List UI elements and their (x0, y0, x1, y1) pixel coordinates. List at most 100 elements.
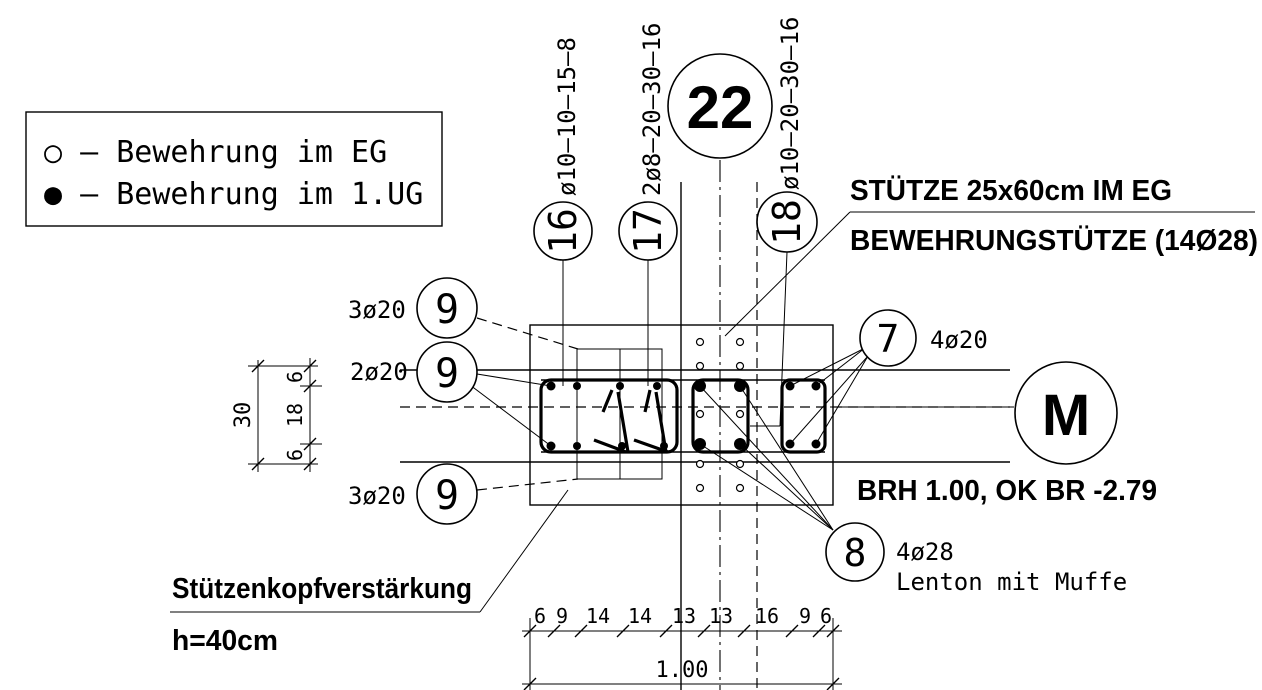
leader-9-mid-b (469, 384, 552, 447)
ties-17 (601, 389, 668, 453)
leader-9-mid-a (476, 373, 552, 387)
bar-open (735, 459, 745, 469)
leader-8-c (699, 443, 834, 531)
mark-8-qty: 4ø28 (896, 538, 954, 566)
bar-filled (573, 382, 581, 390)
column-labels: STÜTZE 25x60cm IM EG BEWEHRUNGSTÜTZE (14… (850, 174, 1258, 257)
mark-bubble-m (1014, 361, 1118, 465)
dimension-vertical: 30 6 18 6 (231, 358, 322, 472)
mark-16: 16 (541, 208, 585, 254)
mark-8: 8 (844, 531, 867, 575)
dim-h-part: 9 (556, 604, 568, 628)
mark-bubble-7 (859, 309, 917, 367)
mark-m: M (1042, 383, 1090, 448)
dim-v-part: 6 (283, 371, 307, 383)
leader-8-d (739, 443, 834, 531)
dim-v-total: 30 (231, 402, 256, 429)
bar-filled (616, 382, 624, 390)
dim-v-part: 18 (283, 403, 307, 427)
stirrups (539, 378, 827, 454)
head-labels: Stützenkopfverstärkung h=40cm (172, 573, 472, 657)
bar-open (695, 459, 705, 469)
brh-label: BRH 1.00, OK BR -2.79 (857, 475, 1157, 507)
mark-9-top: 9 (435, 287, 459, 333)
legend-open-item: ○ – Bewehrung im EG (44, 135, 387, 170)
mark-bubble-16 (533, 201, 593, 261)
dim-h-part: 6 (820, 604, 832, 628)
mark-bubble-18 (756, 191, 818, 253)
head-height: h=40cm (172, 625, 278, 657)
dim-h-part: 14 (628, 604, 652, 628)
leader-8-b (739, 385, 834, 531)
mark-17-spec: 2ø8–20–30–16 (638, 23, 666, 196)
dim-h-part: 13 (709, 604, 733, 628)
bar-open (695, 361, 705, 371)
mark-bubble-9-mid (416, 341, 478, 403)
mark-9-bot-qty: 3ø20 (348, 482, 406, 510)
mark-18-spec: ø10–20–30–16 (776, 17, 804, 190)
left-marks: 3ø20 9 2ø20 9 3ø20 9 (348, 277, 478, 525)
mark-22: 22 (687, 74, 754, 141)
leader-9-bottom (476, 478, 579, 491)
mark-7: 7 (877, 317, 900, 361)
column-subtitle: BEWEHRUNGSTÜTZE (14Ø28) (850, 224, 1258, 257)
dim-h-part: 14 (586, 604, 610, 628)
mark-bubble-9-bot (416, 463, 478, 525)
right-marks: 7 4ø20 M BRH 1.00, OK BR -2.79 8 4ø28 Le… (825, 309, 1157, 596)
mark-9-mid-qty: 2ø20 (350, 358, 408, 386)
leader-8-a (699, 385, 834, 531)
mark-bubble-17 (618, 201, 678, 261)
reference-lines (400, 160, 1010, 690)
bar-filled (653, 382, 661, 390)
bar-open (695, 483, 705, 493)
mark-7-qty: 4ø20 (930, 326, 988, 354)
dim-v-ticks (251, 359, 317, 471)
top-marks: 16 ø10–10–15–8 17 2ø8–20–30–16 22 18 ø10… (533, 17, 818, 261)
column-title: STÜTZE 25x60cm IM EG (850, 174, 1172, 207)
mark-8-note: Lenton mit Muffe (896, 568, 1127, 596)
leader-7-b (789, 347, 866, 387)
dim-v-part: 6 (283, 449, 307, 461)
leader-9-top (476, 317, 579, 350)
leader-7-d (789, 355, 869, 445)
mark-17: 17 (626, 208, 670, 254)
mark-bubble-8 (825, 522, 885, 582)
bar-open (735, 409, 745, 419)
legend-filled-item: ● – Bewehrung im 1.UG (44, 177, 423, 212)
leader-18 (779, 251, 788, 427)
bar-open (735, 483, 745, 493)
bar-filled (618, 442, 626, 450)
bar-open (735, 337, 745, 347)
bar-filled (573, 442, 581, 450)
stirrup-16 (539, 378, 679, 454)
dim-h-total: 1.00 (656, 658, 709, 683)
dim-h-ticks (523, 624, 840, 690)
dim-h-part: 6 (534, 604, 546, 628)
bar-open (735, 361, 745, 371)
head-label: Stützenkopfverstärkung (172, 573, 472, 605)
mark-9-top-qty: 3ø20 (348, 296, 406, 324)
mark-18: 18 (765, 199, 809, 245)
stirrup-outer-lines (541, 379, 825, 453)
leader-column (724, 211, 851, 337)
leader-7-a (815, 347, 866, 387)
dim-h-part: 13 (672, 604, 696, 628)
rebars (546, 337, 821, 493)
leader-head (479, 489, 569, 613)
dim-h-part: 16 (755, 604, 779, 628)
bar-open (695, 337, 705, 347)
mark-bubble-9-top (416, 277, 478, 339)
leader-lines (170, 211, 1255, 613)
bar-filled (660, 442, 668, 450)
dim-h-part: 9 (799, 604, 811, 628)
legend-frame (25, 111, 443, 227)
mark-bubble-22 (667, 53, 773, 159)
mark-9-mid: 9 (435, 351, 459, 397)
mark-16-spec: ø10–10–15–8 (553, 37, 581, 196)
hooks-17 (593, 438, 669, 454)
mark-9-bot: 9 (435, 473, 459, 519)
legend: ○ – Bewehrung im EG ● – Bewehrung im 1.U… (25, 111, 443, 227)
leader-7-c (815, 355, 869, 445)
dimension-horizontal: 6 9 14 14 13 13 16 9 6 1.00 (522, 604, 842, 690)
